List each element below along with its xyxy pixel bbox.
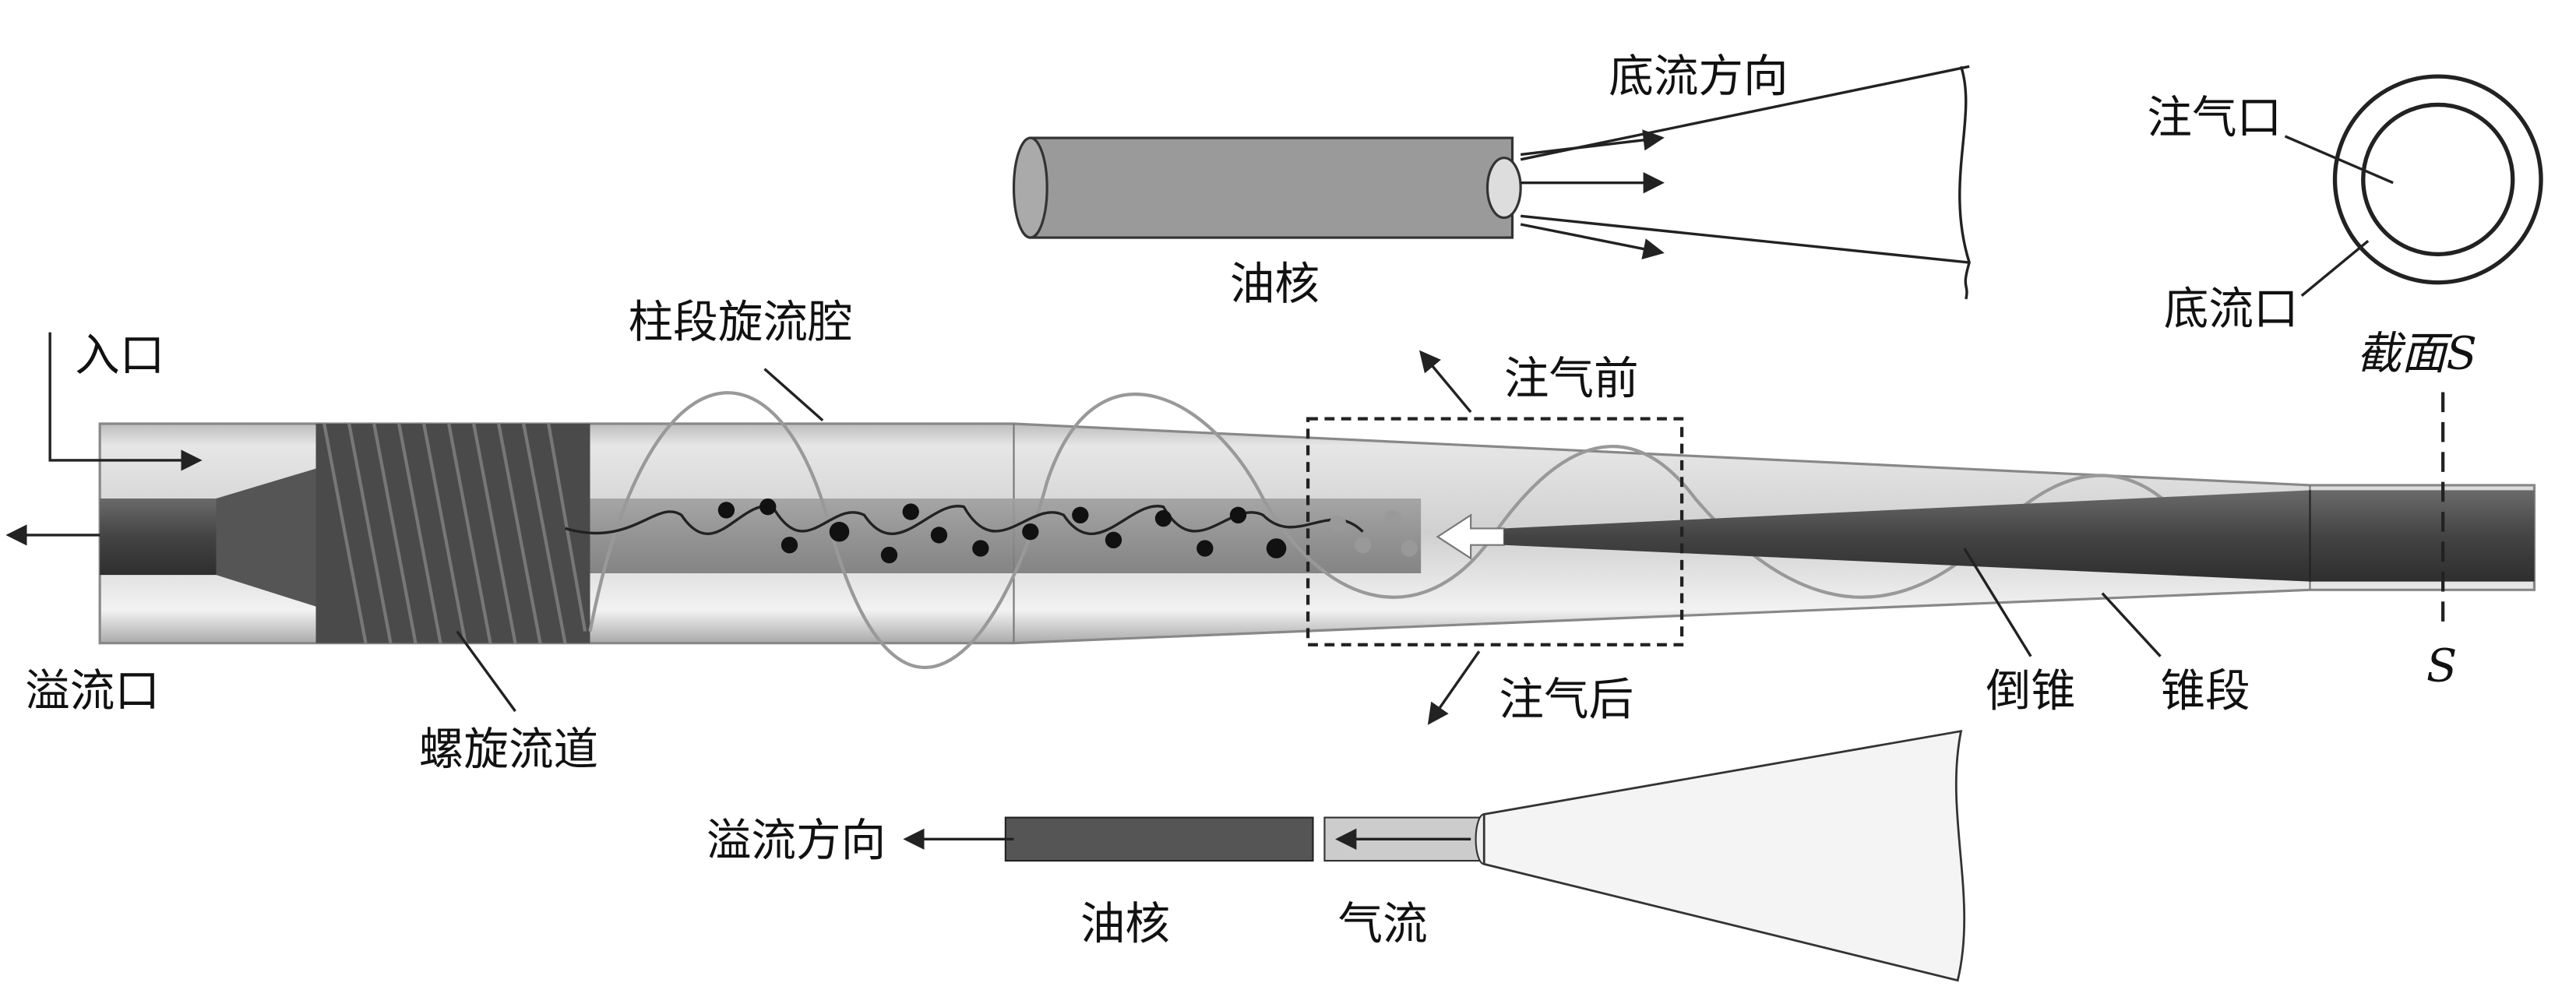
label-cone-section: 锥段: [2161, 665, 2250, 717]
label-oil-core-bottom: 油核: [1080, 897, 1170, 949]
overflow-pipe: [100, 498, 217, 576]
leader-lines: [456, 350, 2162, 725]
label-s-marker: S: [2426, 640, 2457, 692]
spiral-channel: [315, 423, 590, 643]
inset-before-injection: [1012, 65, 1971, 300]
swirl-flow-path: [588, 391, 2494, 669]
label-underflow-direction: 底流方向: [1609, 50, 1788, 102]
label-oil-core-top: 油核: [1230, 258, 1320, 310]
label-column-swirl-chamber: 柱段旋流腔: [629, 296, 853, 348]
oil-core: [590, 498, 1422, 573]
gas-flow-arrow-icon: [1436, 513, 1505, 560]
hydrocyclone-body: [98, 391, 2536, 669]
label-overflow-direction: 溢流方向: [707, 815, 886, 867]
label-inlet: 入口: [75, 329, 164, 382]
inlet-arrow-icon: [48, 332, 203, 471]
injection-zone-box: [1306, 417, 1684, 646]
label-gas-flow: 气流: [1337, 897, 1427, 949]
label-before-injection: 注气前: [1504, 353, 1639, 405]
inverted-cone: [1503, 490, 2535, 582]
gas-bubbles: [1329, 509, 1418, 557]
label-underflow-port: 底流口: [2164, 283, 2299, 335]
label-gas-injection-port: 注气口: [2147, 92, 2282, 144]
overflow-cone: [216, 468, 316, 607]
cross-section-s: [2284, 74, 2543, 298]
inset-after-injection: [903, 729, 1966, 982]
label-inverted-cone: 倒锥: [1986, 665, 2076, 717]
label-after-injection: 注气后: [1499, 673, 1633, 725]
label-section-s: 截面S: [2356, 328, 2477, 380]
label-overflow-port: 溢流口: [25, 665, 160, 717]
label-spiral-channel: 螺旋流道: [419, 723, 598, 775]
oil-droplets: [717, 498, 1287, 564]
